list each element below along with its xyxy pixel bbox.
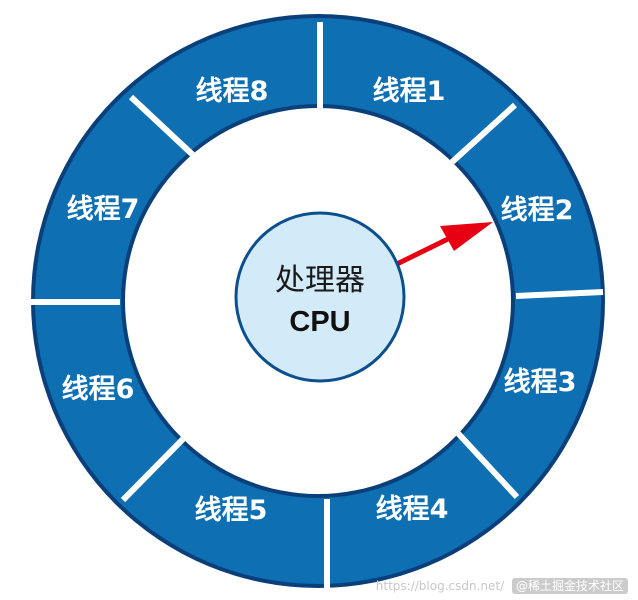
watermark: https://blog.csdn.net/ @稀土掘金技术社区 (376, 577, 628, 594)
thread-label-8: 线程8 (196, 76, 269, 107)
arrow-shaft (396, 234, 455, 266)
cpu-circle (234, 211, 406, 383)
thread-labels: 线程1 线程2 线程3 线程4 线程5 线程6 线程7 线程8 (62, 76, 577, 526)
thread-label-2: 线程2 (501, 195, 574, 226)
cpu-node: 处理器 CPU (234, 211, 406, 383)
watermark-url: https://blog.csdn.net/ (375, 579, 505, 593)
watermark-brand: @稀土掘金技术社区 (511, 578, 628, 594)
thread-label-5: 线程5 (195, 495, 268, 526)
thread-label-3: 线程3 (504, 367, 577, 398)
segment-divider (515, 289, 604, 299)
thread-label-7: 线程7 (67, 194, 140, 225)
segment-divider (120, 434, 188, 503)
thread-label-4: 线程4 (376, 494, 449, 525)
segment-divider (452, 427, 520, 500)
segment-dividers (30, 22, 604, 590)
arrow-head (440, 222, 493, 251)
thread-label-1: 线程1 (373, 76, 446, 107)
cpu-subtitle: CPU (289, 306, 350, 338)
scheduler-arrow (396, 222, 493, 266)
thread-label-6: 线程6 (62, 374, 135, 405)
segment-divider (448, 102, 518, 166)
cpu-title: 处理器 (275, 263, 365, 298)
segment-divider (128, 94, 196, 158)
